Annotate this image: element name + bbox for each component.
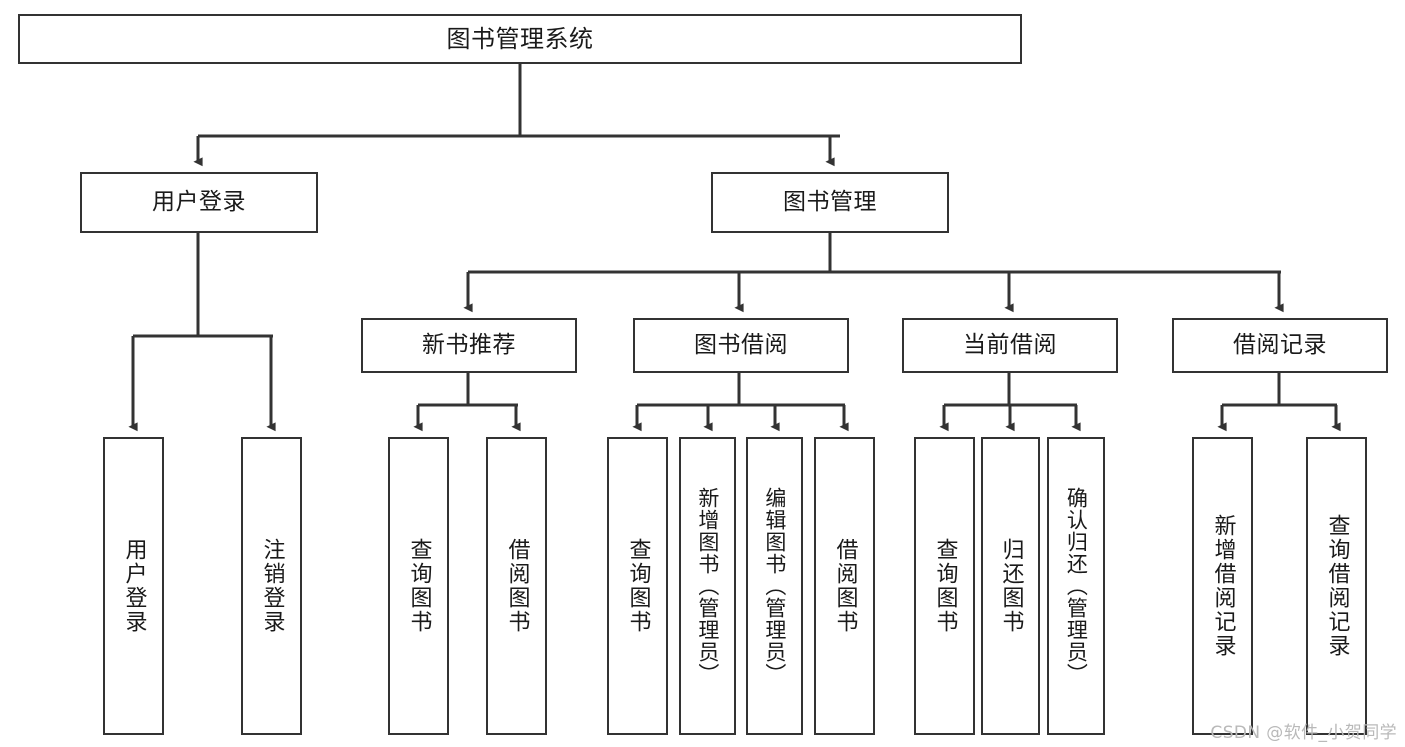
node-label: 借阅记录 xyxy=(1233,331,1327,358)
node-label: 新书推荐 xyxy=(422,331,516,358)
node-label: 图书管理 xyxy=(783,188,877,215)
node-label: 编辑图书（管理员） xyxy=(762,487,787,685)
node-label: 图书借阅 xyxy=(694,331,788,358)
node-book-borrowing[interactable]: 图书借阅 xyxy=(633,318,849,373)
leaf-borrow-book-new-book[interactable]: 借阅图书 xyxy=(486,437,547,735)
node-label: 借阅图书 xyxy=(504,538,530,634)
leaf-confirm-return-admin[interactable]: 确认归还（管理员） xyxy=(1047,437,1105,735)
node-root-book-management-system[interactable]: 图书管理系统 xyxy=(18,14,1022,64)
node-label: 新增借阅记录 xyxy=(1210,514,1236,658)
leaf-edit-book-admin[interactable]: 编辑图书（管理员） xyxy=(746,437,803,735)
node-user-login[interactable]: 用户登录 xyxy=(80,172,318,233)
leaf-add-borrowing-record[interactable]: 新增借阅记录 xyxy=(1192,437,1253,735)
node-label: 注销登录 xyxy=(259,538,285,634)
node-current-borrowing[interactable]: 当前借阅 xyxy=(902,318,1118,373)
node-book-management[interactable]: 图书管理 xyxy=(711,172,949,233)
node-label: 确认归还（管理员） xyxy=(1064,487,1089,685)
node-label: 查询借阅记录 xyxy=(1324,514,1350,658)
node-label: 新增图书（管理员） xyxy=(695,487,720,685)
leaf-add-book-admin[interactable]: 新增图书（管理员） xyxy=(679,437,736,735)
node-label: 查询图书 xyxy=(932,538,958,634)
leaf-query-book-current[interactable]: 查询图书 xyxy=(914,437,975,735)
node-label: 当前借阅 xyxy=(963,331,1057,358)
node-label: 查询图书 xyxy=(625,538,651,634)
node-label: 归还图书 xyxy=(998,538,1024,634)
leaf-logout[interactable]: 注销登录 xyxy=(241,437,302,735)
leaf-borrow-book-borrowing[interactable]: 借阅图书 xyxy=(814,437,875,735)
leaf-query-book-new-book[interactable]: 查询图书 xyxy=(388,437,449,735)
node-new-book-recommendation[interactable]: 新书推荐 xyxy=(361,318,577,373)
leaf-return-book[interactable]: 归还图书 xyxy=(981,437,1040,735)
node-label: 查询图书 xyxy=(406,538,432,634)
leaf-user-login[interactable]: 用户登录 xyxy=(103,437,164,735)
leaf-query-book-borrowing[interactable]: 查询图书 xyxy=(607,437,668,735)
node-label: 用户登录 xyxy=(121,538,147,634)
node-label: 用户登录 xyxy=(152,188,246,215)
node-label: 借阅图书 xyxy=(832,538,858,634)
leaf-query-borrowing-record[interactable]: 查询借阅记录 xyxy=(1306,437,1367,735)
node-borrowing-record[interactable]: 借阅记录 xyxy=(1172,318,1388,373)
node-label: 图书管理系统 xyxy=(446,24,594,53)
csdn-watermark: CSDN @软件_小贺同学 xyxy=(1210,723,1397,743)
